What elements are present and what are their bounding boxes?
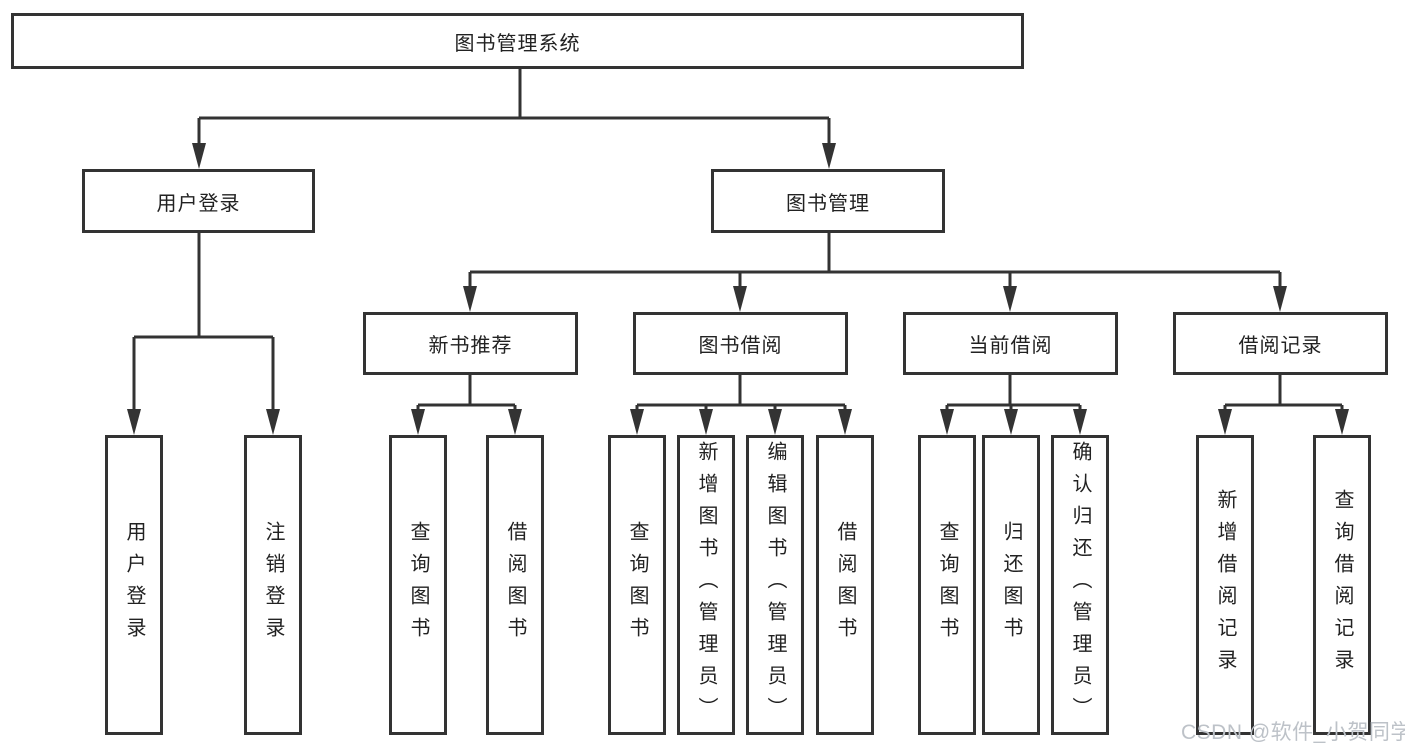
node-new-book-recommend-label: 新书推荐 <box>428 335 513 357</box>
leaf-logout: 注销登录 <box>244 435 302 735</box>
node-book-borrow-label: 图书借阅 <box>698 335 783 357</box>
leaf-return-books: 归还图书 <box>982 435 1040 735</box>
leaf-add-borrow-record: 新增借阅记录 <box>1196 435 1254 735</box>
leaf-query-books-current: 查询图书 <box>918 435 976 735</box>
leaf-query-books-borrow-label: 查询图书 <box>626 521 648 649</box>
leaf-borrow-books-recommend-label: 借阅图书 <box>504 521 526 649</box>
leaf-add-books-admin: 新增图书（管理员） <box>677 435 735 735</box>
node-book-management-label: 图书管理 <box>786 192 870 215</box>
node-borrow-records: 借阅记录 <box>1173 312 1388 375</box>
leaf-borrow-books-recommend: 借阅图书 <box>486 435 544 735</box>
node-current-borrow-label: 当前借阅 <box>968 335 1053 357</box>
node-user-login: 用户登录 <box>82 169 315 233</box>
leaf-query-borrow-record-label: 查询借阅记录 <box>1331 489 1353 681</box>
leaf-logout-label: 注销登录 <box>262 521 284 649</box>
leaf-borrow-books: 借阅图书 <box>816 435 874 735</box>
node-new-book-recommend: 新书推荐 <box>363 312 578 375</box>
node-user-login-label: 用户登录 <box>156 192 241 215</box>
leaf-query-books-recommend: 查询图书 <box>389 435 447 735</box>
leaf-query-books-current-label: 查询图书 <box>936 521 958 649</box>
node-borrow-records-label: 借阅记录 <box>1238 335 1323 357</box>
node-root: 图书管理系统 <box>11 13 1024 69</box>
leaf-confirm-return-admin-label: 确认归还（管理员） <box>1069 441 1091 729</box>
csdn-watermark: CSDN @软件_小贺同学 <box>1181 721 1405 744</box>
node-root-label: 图书管理系统 <box>454 32 581 55</box>
node-book-management: 图书管理 <box>711 169 945 233</box>
arrowheads <box>127 143 1349 435</box>
leaf-user-login-label: 用户登录 <box>123 521 145 649</box>
leaf-return-books-label: 归还图书 <box>1000 521 1022 649</box>
leaf-edit-books-admin: 编辑图书（管理员） <box>746 435 804 735</box>
leaf-add-books-admin-label: 新增图书（管理员） <box>695 441 717 729</box>
node-book-borrow: 图书借阅 <box>633 312 848 375</box>
leaf-query-books-borrow: 查询图书 <box>608 435 666 735</box>
leaf-borrow-books-label: 借阅图书 <box>834 521 856 649</box>
node-current-borrow: 当前借阅 <box>903 312 1118 375</box>
connector-lines <box>132 69 1344 413</box>
leaf-confirm-return-admin: 确认归还（管理员） <box>1051 435 1109 735</box>
leaf-edit-books-admin-label: 编辑图书（管理员） <box>764 441 786 729</box>
leaf-query-books-recommend-label: 查询图书 <box>407 521 429 649</box>
leaf-query-borrow-record: 查询借阅记录 <box>1313 435 1371 735</box>
leaf-add-borrow-record-label: 新增借阅记录 <box>1214 489 1236 681</box>
leaf-user-login: 用户登录 <box>105 435 163 735</box>
